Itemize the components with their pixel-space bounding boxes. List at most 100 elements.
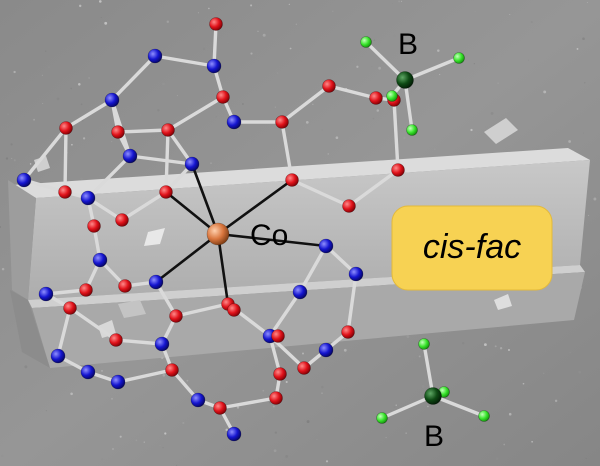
- speckle: [202, 47, 206, 50]
- isomer-tag-box: [391, 205, 553, 291]
- cobalt-label: Co: [250, 219, 288, 252]
- speckle: [371, 65, 373, 67]
- speckle: [272, 405, 275, 408]
- speckle: [285, 380, 288, 384]
- speckle: [372, 117, 375, 120]
- nitrogen-atom: [226, 426, 242, 442]
- fluorine-atom: [386, 90, 398, 102]
- speckle: [343, 348, 347, 352]
- speckle: [13, 159, 16, 162]
- speckle: [236, 406, 240, 409]
- boron-atom: [424, 387, 442, 405]
- speckle: [499, 347, 503, 350]
- boron-fluorine-bond: [422, 342, 435, 398]
- bond: [392, 98, 400, 172]
- cobalt-bonds: [154, 162, 328, 306]
- speckle: [434, 148, 436, 150]
- speckle: [530, 20, 533, 24]
- oxygen-atom: [161, 123, 175, 137]
- speckle: [215, 116, 217, 118]
- bond: [22, 126, 68, 182]
- speckle: [210, 162, 212, 164]
- speckle: [305, 121, 309, 124]
- speckle: [356, 65, 359, 68]
- speckle: [422, 6, 424, 8]
- speckle: [522, 382, 525, 385]
- nitrogen-atom: [80, 190, 96, 206]
- speckle: [490, 111, 494, 115]
- bond: [128, 154, 194, 166]
- crystal-fragment: [98, 320, 116, 338]
- speckle: [274, 431, 277, 434]
- nitrogen-atom: [92, 252, 108, 268]
- speckle: [274, 106, 277, 108]
- oxygen-atom: [271, 329, 285, 343]
- speckle: [29, 163, 32, 165]
- speckle: [580, 415, 582, 417]
- speckle: [531, 440, 533, 443]
- speckle: [10, 143, 13, 146]
- oxygen-atom: [213, 401, 227, 415]
- speckle: [439, 74, 441, 76]
- oxygen-atom: [269, 391, 283, 405]
- speckle: [439, 433, 441, 435]
- speckle: [112, 448, 114, 450]
- speckle: [71, 143, 73, 146]
- speckle: [73, 368, 77, 371]
- speckle: [400, 0, 403, 3]
- speckle: [331, 10, 334, 12]
- bond: [298, 244, 328, 294]
- fluorine-atom: [453, 52, 465, 64]
- cobalt-atom: [206, 222, 230, 246]
- speckle: [142, 411, 145, 413]
- speckle: [67, 152, 69, 154]
- nitrogen-atom: [184, 156, 200, 172]
- speckle: [80, 103, 83, 106]
- isomer-tag-text: cis-fac: [423, 228, 521, 266]
- speckle: [321, 392, 323, 394]
- speckle: [257, 30, 259, 32]
- speckle: [295, 23, 298, 26]
- boron-fluorine-bond: [364, 40, 407, 82]
- speckle: [13, 70, 16, 74]
- nitrogen-atom: [318, 238, 334, 254]
- speckle: [584, 82, 586, 84]
- speckle: [585, 457, 587, 460]
- bond: [174, 302, 230, 318]
- speckle: [257, 428, 259, 430]
- oxygen-atom: [159, 185, 173, 199]
- bond: [280, 84, 331, 124]
- oxygen-atom: [118, 279, 132, 293]
- speckle: [143, 441, 145, 443]
- atoms: [16, 17, 490, 442]
- speckle: [78, 4, 82, 8]
- speckle: [582, 132, 584, 134]
- speckle: [80, 177, 83, 180]
- crystal-lower-face: [32, 272, 585, 368]
- speckle: [405, 432, 407, 434]
- boron-label-top: B: [398, 28, 418, 61]
- oxygen-atom: [275, 115, 289, 129]
- cobalt-ligand-bond: [216, 178, 294, 236]
- speckle: [45, 410, 47, 412]
- speckle: [398, 0, 401, 3]
- bond: [116, 368, 174, 384]
- nitrogen-atom: [292, 284, 308, 300]
- speckle: [186, 379, 189, 382]
- nitrogen-atom: [80, 364, 96, 380]
- boron-fluorine-bond: [431, 394, 486, 418]
- nitrogen-atom: [348, 266, 364, 282]
- oxygen-atom: [297, 361, 311, 375]
- speckle: [406, 335, 410, 339]
- bond: [86, 154, 132, 200]
- fluorine-atom: [406, 124, 418, 136]
- speckle: [543, 372, 545, 374]
- speckle: [41, 74, 43, 76]
- speckle: [301, 352, 305, 355]
- bond: [268, 290, 302, 338]
- speckle: [33, 118, 36, 121]
- speckle: [462, 342, 465, 345]
- speckle: [527, 59, 530, 61]
